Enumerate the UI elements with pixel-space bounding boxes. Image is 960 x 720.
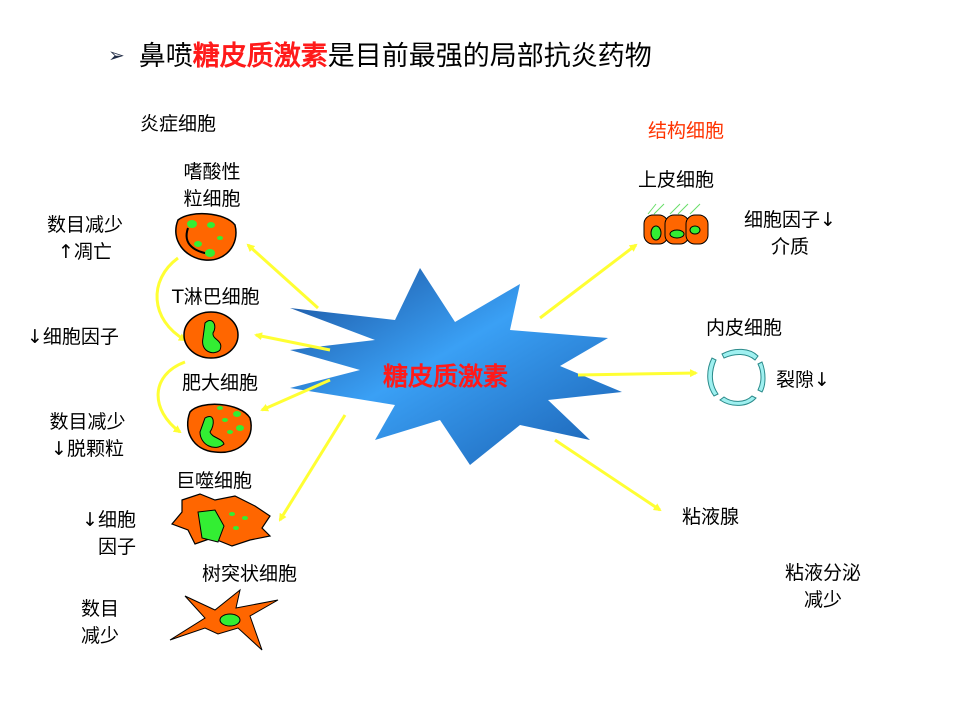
eosinophil-label: 嗜酸性粒细胞	[183, 161, 241, 210]
slide-title: ➢ 鼻喷糖皮质激素是目前最强的局部抗炎药物	[108, 34, 652, 73]
eosinophil-icon	[175, 212, 237, 261]
dendritic-cell-effect: 数目减少	[80, 598, 119, 647]
epithelial-label: 上皮细胞	[638, 169, 715, 191]
macrophage-effect: ↓细胞因子	[82, 509, 136, 558]
t-lymphocyte-label: T淋巴细胞	[172, 286, 260, 308]
epithelial-effect: 细胞因子↓介质	[744, 209, 836, 258]
macrophage-label: 巨噬细胞	[176, 470, 253, 492]
title-prefix: 鼻喷	[138, 41, 193, 72]
title-suffix: 是目前最强的局部抗炎药物	[327, 41, 652, 72]
bullet-arrow-icon: ➢	[108, 43, 125, 67]
inflammatory-cells-heading: 炎症细胞	[140, 113, 217, 135]
mast-cell-label: 肥大细胞	[182, 372, 259, 394]
endothelial-cells-icon	[707, 348, 766, 406]
dendritic-cell-icon	[169, 588, 279, 651]
effect-arrows	[155, 243, 698, 522]
mucous-gland-label: 粘液腺	[682, 506, 740, 528]
endothelial-label: 内皮细胞	[706, 317, 783, 339]
eosinophil-effect: 数目减少↑凋亡	[46, 214, 123, 263]
macrophage-icon	[170, 493, 272, 547]
t-lymphocyte-effect: ↓细胞因子	[27, 326, 119, 348]
t-lymphocyte-icon	[183, 311, 239, 359]
mast-cell-icon	[186, 403, 252, 454]
mucous-gland-effect: 粘液分泌减少	[784, 562, 861, 611]
center-label: 糖皮质激素	[383, 362, 509, 391]
endothelial-effect: 裂隙↓	[776, 369, 830, 391]
structural-cells-heading: 结构细胞	[648, 120, 725, 142]
star-burst	[290, 268, 622, 465]
title-highlight: 糖皮质激素	[192, 41, 328, 72]
epithelial-cells-icon	[643, 203, 709, 245]
dendritic-cell-label: 树突状细胞	[202, 563, 298, 585]
mast-cell-effect: 数目减少↓脱颗粒	[49, 411, 126, 460]
